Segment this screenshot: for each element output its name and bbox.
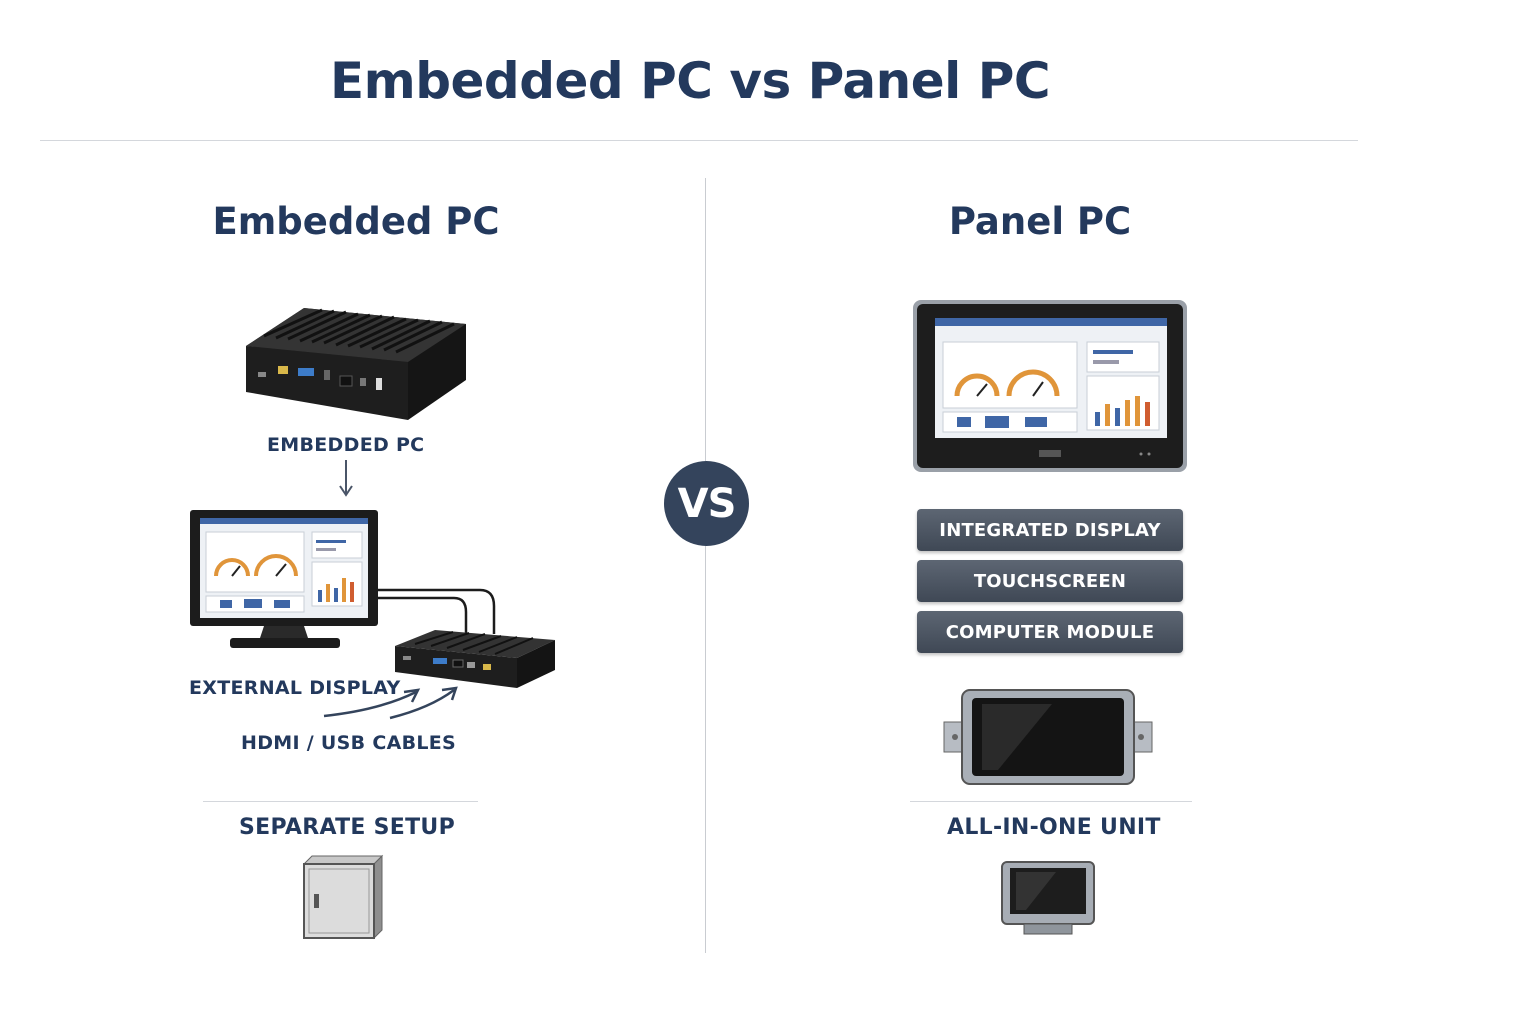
feature-computer-module: COMPUTER MODULE	[917, 611, 1183, 653]
right-summary-divider	[910, 801, 1192, 802]
title-divider	[40, 140, 1358, 141]
feature-integrated-display: INTEGRATED DISPLAY	[917, 509, 1183, 551]
cabinet-icon	[302, 854, 384, 940]
hdmi-usb-cables	[376, 588, 496, 636]
left-summary-divider	[203, 801, 478, 802]
separate-setup-label: SEPARATE SETUP	[239, 815, 456, 840]
cable-arrows-icon	[323, 686, 458, 720]
all-in-one-unit-label: ALL-IN-ONE UNIT	[947, 815, 1161, 840]
external-display-label: EXTERNAL DISPLAY	[189, 677, 401, 699]
external-monitor-icon	[190, 510, 378, 648]
center-divider	[705, 178, 706, 953]
panel-pc-heading: Panel PC	[948, 200, 1132, 243]
down-arrow-icon	[339, 460, 353, 497]
panel-pc-device-icon	[913, 300, 1187, 472]
small-panel-icon	[1001, 861, 1095, 935]
embedded-pc-label: EMBEDDED PC	[267, 434, 425, 456]
vs-badge: VS	[664, 461, 749, 546]
mounted-panel-icon	[943, 689, 1153, 785]
embedded-pc-box-icon	[246, 308, 466, 420]
small-embedded-pc-icon	[395, 630, 555, 688]
hdmi-usb-cables-label: HDMI / USB CABLES	[241, 732, 457, 754]
page-title: Embedded PC vs Panel PC	[329, 52, 1051, 110]
embedded-pc-heading: Embedded PC	[212, 200, 500, 243]
feature-touchscreen: TOUCHSCREEN	[917, 560, 1183, 602]
